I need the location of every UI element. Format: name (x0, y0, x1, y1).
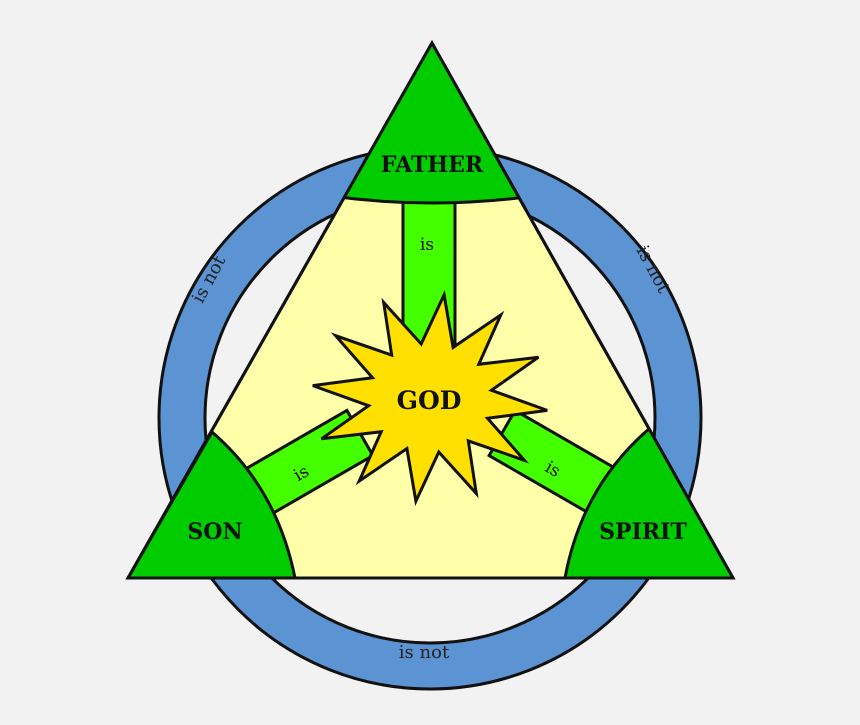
god-star (312, 289, 548, 507)
node-label-son: SON (187, 519, 242, 545)
god-label: GOD (397, 386, 462, 415)
ring-label-bottom: is not (399, 642, 450, 663)
node-label-father: FATHER (381, 152, 484, 178)
node-spirit (563, 425, 733, 578)
triangle-outline (125, 39, 736, 580)
node-son (128, 429, 297, 578)
spoke-label-father: is (420, 235, 434, 255)
node-label-spirit: SPIRIT (599, 519, 687, 545)
node-father (328, 43, 537, 205)
